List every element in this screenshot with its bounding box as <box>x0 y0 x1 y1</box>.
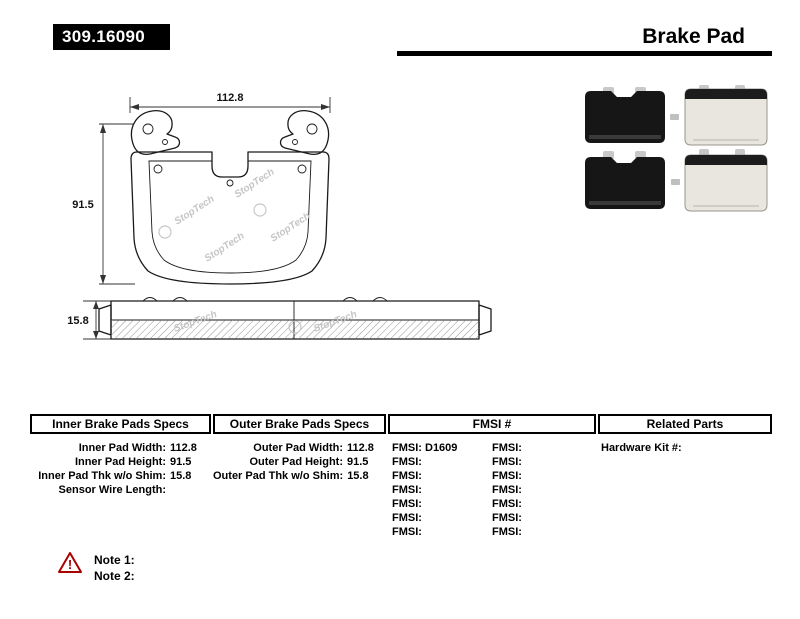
pad-front-view <box>130 110 330 285</box>
dimension-height: 91.5 <box>72 123 135 285</box>
spec-label: Inner Pad Width: <box>78 442 166 454</box>
note-line: Note 1: <box>94 553 135 567</box>
hardware-clip <box>671 179 680 185</box>
watermark-logo-icon <box>288 320 302 334</box>
watermark-group: StopTech StopTech StopTech StopTech Stop… <box>158 167 358 335</box>
fmsi-entry: FMSI: <box>392 470 422 482</box>
dim-height-label: 91.5 <box>72 199 93 211</box>
page-title: Brake Pad <box>642 25 745 48</box>
fmsi-entry: FMSI: <box>392 456 422 468</box>
fmsi-entry: FMSI: <box>492 512 522 524</box>
spec-value: 112.8 <box>170 442 197 454</box>
header-fmsi: FMSI # <box>388 414 596 434</box>
watermark-logo-icon <box>253 203 267 217</box>
spec-row: Outer Pad Thk w/o Shim: 15.8 <box>213 469 386 483</box>
fmsi-entry: FMSI: <box>392 526 422 538</box>
fmsi-entry: FMSI: <box>392 498 422 510</box>
watermark-text: StopTech <box>233 167 277 201</box>
fmsi-entry: FMSI: <box>492 470 522 482</box>
part-number: 309.16090 <box>53 24 170 50</box>
svg-text:!: ! <box>68 557 72 572</box>
fmsi-entry: FMSI: <box>492 498 522 510</box>
fmsi-entry: FMSI: D1609 <box>392 442 458 454</box>
pad-clip-right <box>279 110 330 156</box>
dimension-width: 112.8 <box>129 92 331 113</box>
header-outer-specs: Outer Brake Pads Specs <box>213 414 386 434</box>
spec-value: 91.5 <box>170 456 192 468</box>
watermark-text: StopTech <box>203 231 247 265</box>
fmsi-entry: FMSI: <box>392 484 422 496</box>
outer-specs-rows: Outer Pad Width: 112.8 Outer Pad Height:… <box>213 441 386 483</box>
watermark-text: StopTech <box>269 211 313 245</box>
friction-outline <box>148 160 312 274</box>
fmsi-column-left: FMSI: D1609 FMSI: FMSI: FMSI: FMSI: FMSI… <box>392 441 457 539</box>
dimension-thickness: 15.8 <box>67 300 113 340</box>
warning-icon: ! <box>58 552 82 573</box>
spec-row: Outer Pad Width: 112.8 <box>213 441 386 455</box>
header-related-parts: Related Parts <box>598 414 772 434</box>
spec-value: 15.8 <box>347 470 369 482</box>
spec-value <box>166 483 170 497</box>
fmsi-entry: FMSI: <box>492 526 522 538</box>
spec-row: Sensor Wire Length: <box>30 483 211 497</box>
watermark-logo-icon <box>158 225 172 239</box>
pad-clip-left <box>130 110 181 156</box>
fmsi-entry: FMSI: <box>492 456 522 468</box>
spec-row: Inner Pad Thk w/o Shim: 15.8 <box>30 469 211 483</box>
spec-label: Outer Pad Width: <box>253 442 343 454</box>
product-photo <box>585 85 768 212</box>
inner-specs-rows: Inner Pad Width: 112.8 Inner Pad Height:… <box>30 441 211 497</box>
pad-photo-friction-top <box>684 85 768 146</box>
fmsi-entry: FMSI: <box>492 484 522 496</box>
spec-row: Inner Pad Height: 91.5 <box>30 455 211 469</box>
header-inner-specs: Inner Brake Pads Specs <box>30 414 211 434</box>
related-parts-rows: Hardware Kit #: <box>601 441 771 455</box>
pad-photo-back-top <box>585 87 665 143</box>
title-underline <box>397 51 772 56</box>
spec-value: 91.5 <box>347 456 369 468</box>
spec-value: 15.8 <box>170 470 192 482</box>
fmsi-column-right: FMSI: FMSI: FMSI: FMSI: FMSI: FMSI: FMSI… <box>492 441 522 539</box>
spec-label: Inner Pad Height: <box>74 456 166 468</box>
spec-label: Inner Pad Thk w/o Shim: <box>38 470 166 482</box>
pad-photo-friction-bottom <box>684 149 768 212</box>
watermark-text: StopTech <box>173 194 217 228</box>
spec-value: 112.8 <box>347 442 374 454</box>
spec-row: Inner Pad Width: 112.8 <box>30 441 211 455</box>
dim-width-label: 112.8 <box>217 92 244 104</box>
note-line: Note 2: <box>94 569 135 583</box>
hardware-clip <box>670 114 679 120</box>
spec-row: Outer Pad Height: 91.5 <box>213 455 386 469</box>
related-entry: Hardware Kit #: <box>601 442 682 454</box>
spec-label: Outer Pad Height: <box>249 456 343 468</box>
fmsi-entry: FMSI: <box>392 512 422 524</box>
fmsi-entry: FMSI: <box>492 442 522 454</box>
dim-thickness-label: 15.8 <box>67 315 88 327</box>
pad-side-view <box>98 297 492 340</box>
spec-label: Outer Pad Thk w/o Shim: <box>213 470 344 482</box>
pad-photo-back-bottom <box>585 151 665 209</box>
spec-label: Sensor Wire Length: <box>58 484 166 496</box>
technical-drawing: 112.8 91.5 15.8 <box>67 92 492 340</box>
